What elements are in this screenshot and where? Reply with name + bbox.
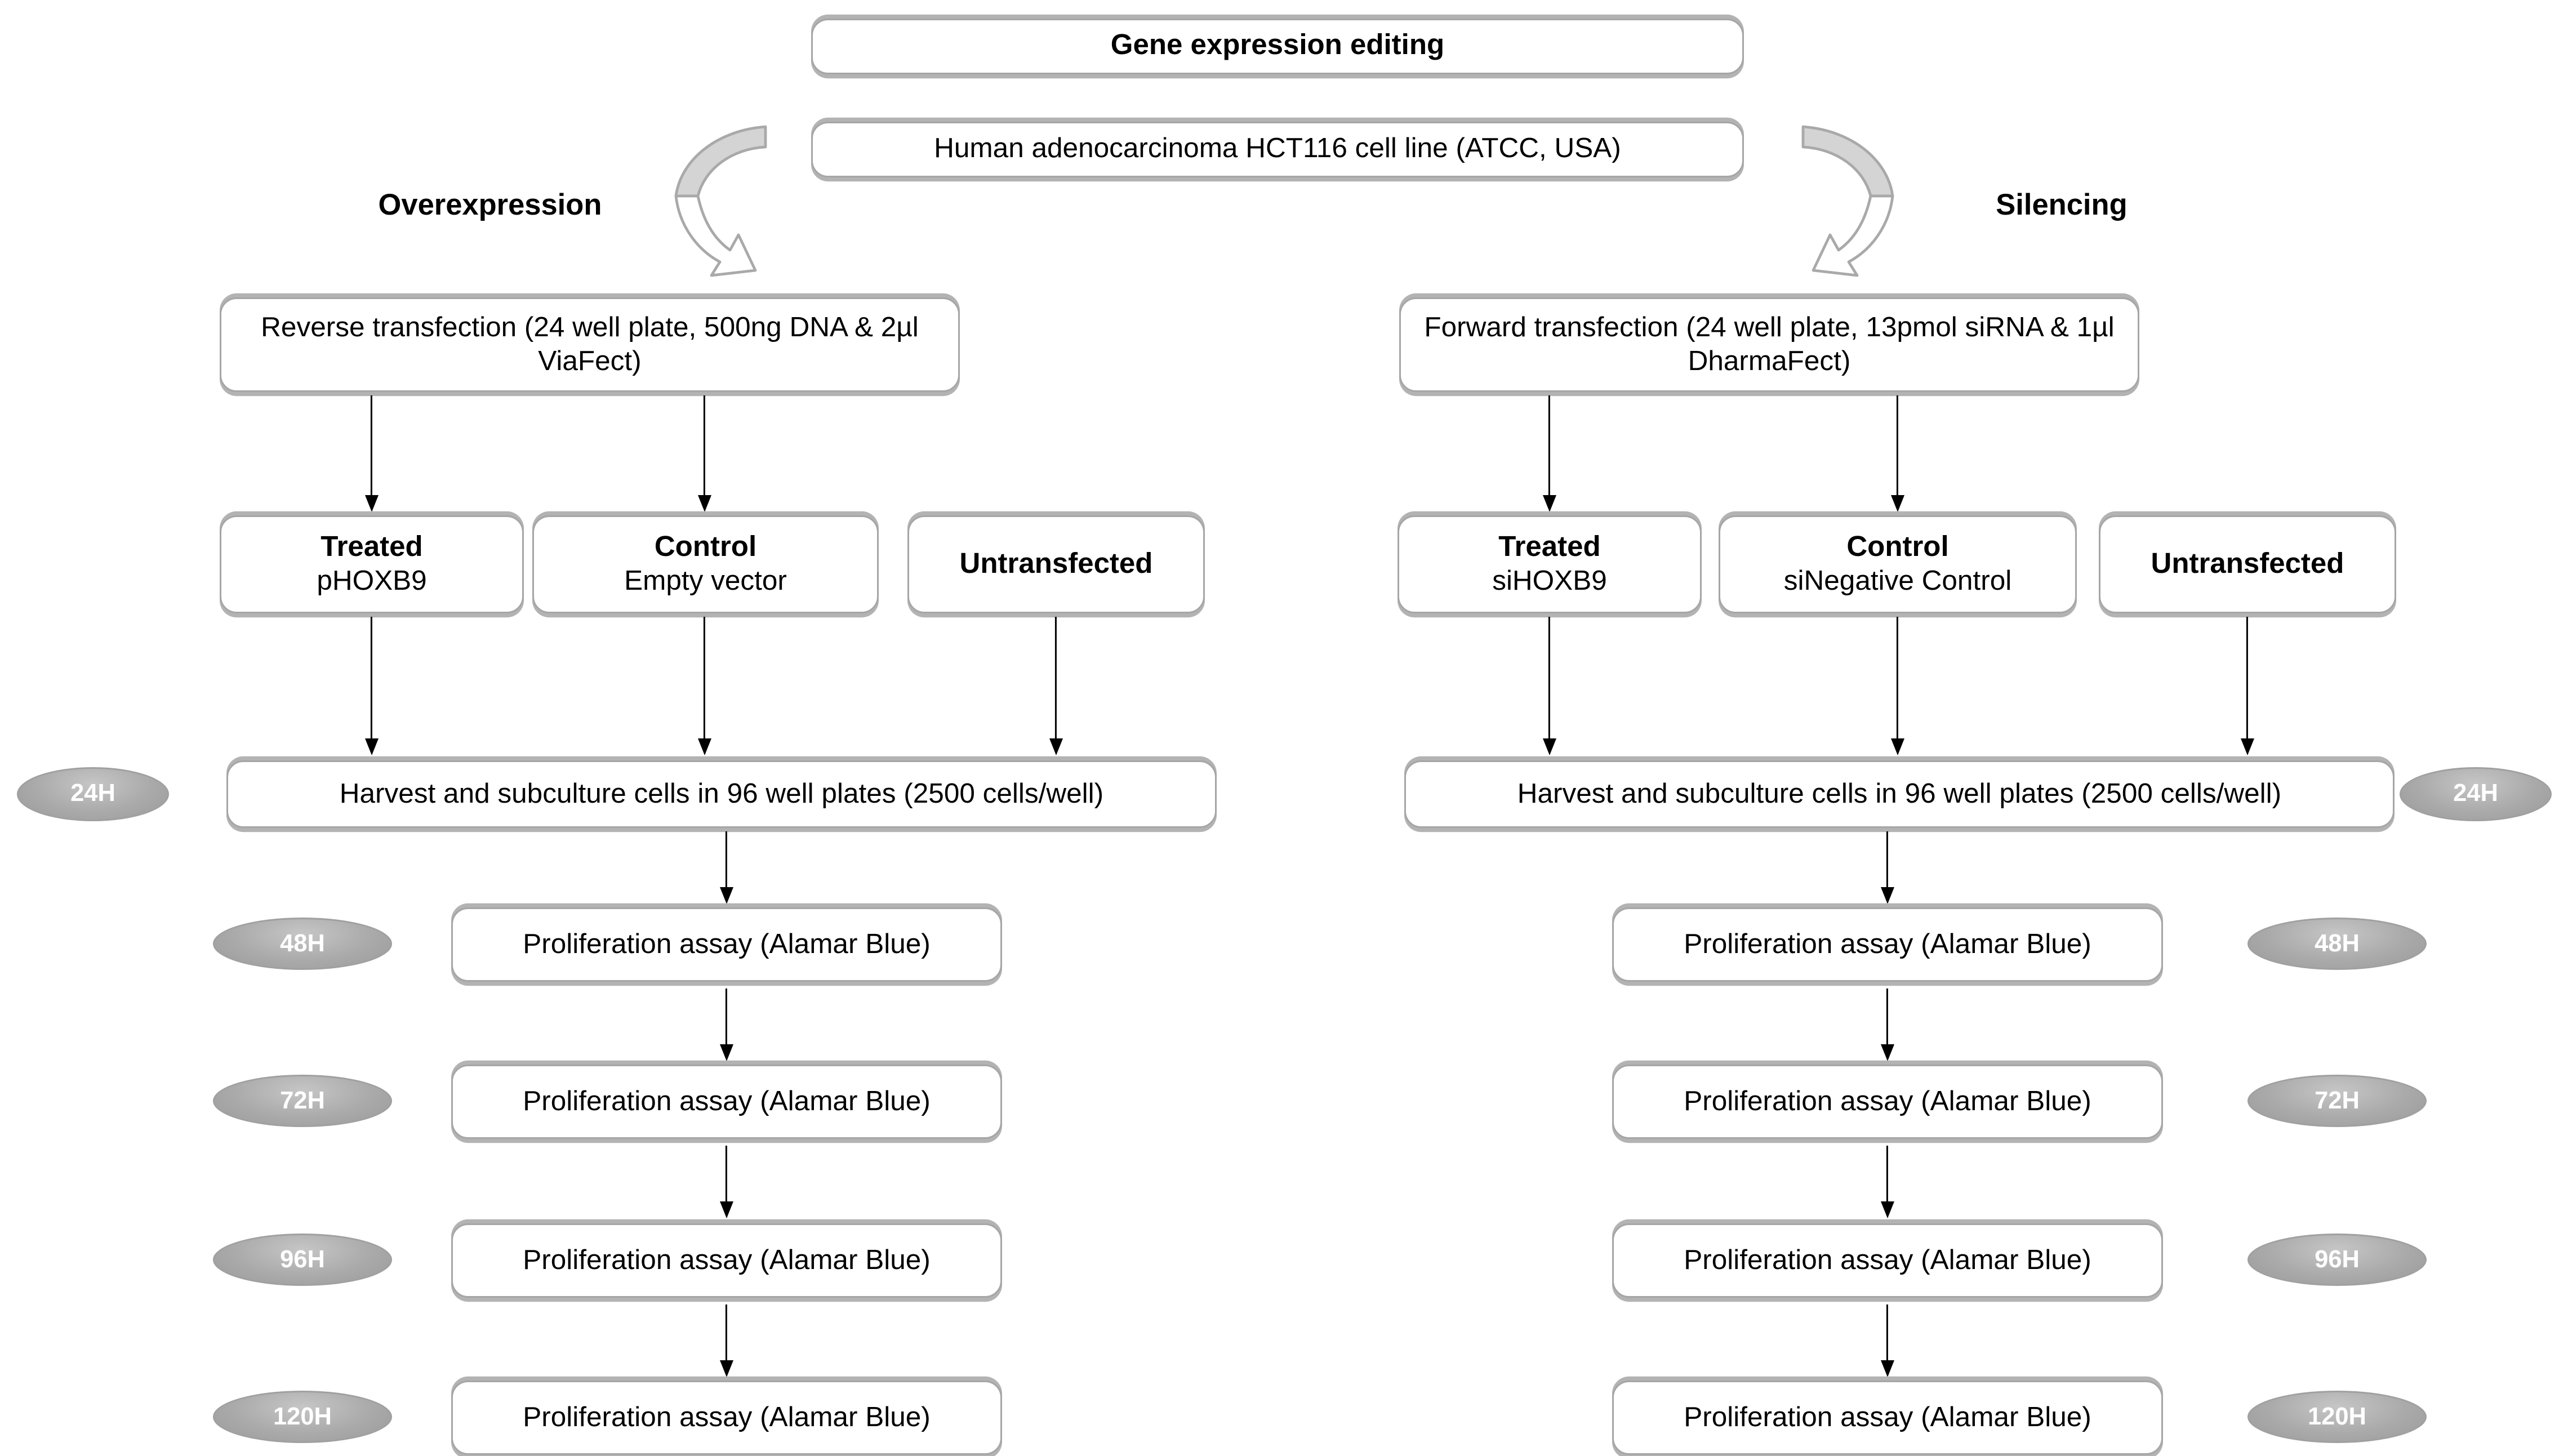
group-detail: siHOXB9 (1492, 566, 1607, 597)
timepoint-ellipse-72h-right: 72H (2247, 1075, 2427, 1127)
down-arrow-icon (1889, 617, 1906, 755)
assay-label: Proliferation assay (Alamar Blue) (1684, 1402, 2091, 1433)
left-group-treated-box: Treated pHOXB9 (220, 515, 524, 613)
down-arrow-icon (718, 1304, 735, 1377)
timepoint-ellipse-72h-left: 72H (213, 1075, 392, 1127)
left-harvest-box: Harvest and subculture cells in 96 well … (226, 760, 1217, 828)
timepoint-ellipse-120h-left: 120H (213, 1391, 392, 1443)
right-group-treated-box: Treated siHOXB9 (1398, 515, 1702, 613)
timepoint-ellipse-48h-left: 48H (213, 918, 392, 970)
group-detail: pHOXB9 (317, 566, 427, 597)
right-assay-box-96h: Proliferation assay (Alamar Blue) (1612, 1223, 2163, 1298)
group-name: Control (654, 529, 757, 562)
down-arrow-icon (1048, 617, 1065, 755)
right-harvest-box: Harvest and subculture cells in 96 well … (1404, 760, 2395, 828)
left-assay-box-120h: Proliferation assay (Alamar Blue) (451, 1381, 1002, 1455)
down-arrow-icon (2239, 617, 2256, 755)
timepoint-ellipse-48h-right: 48H (2247, 918, 2427, 970)
down-arrow-icon (1879, 1304, 1896, 1377)
cell-line-box: Human adenocarcinoma HCT116 cell line (A… (811, 122, 1744, 177)
group-name: Untransfected (2151, 546, 2344, 579)
timepoint-ellipse-96h-right: 96H (2247, 1234, 2427, 1286)
left-transfection-text: Reverse transfection (24 well plate, 500… (261, 312, 919, 377)
right-transfection-box: Forward transfection (24 well plate, 13p… (1399, 297, 2139, 392)
down-arrow-icon (363, 395, 380, 512)
assay-label: Proliferation assay (Alamar Blue) (1684, 929, 2091, 960)
title-box: Gene expression editing (811, 19, 1744, 74)
left-group-untransfected-box: Untransfected (907, 515, 1205, 613)
down-arrow-icon (718, 1146, 735, 1218)
timepoint-ellipse-24h-left: 24H (17, 767, 169, 821)
assay-label: Proliferation assay (Alamar Blue) (1684, 1086, 2091, 1117)
down-arrow-icon (696, 617, 713, 755)
group-name: Control (1846, 529, 1949, 562)
right-assay-box-48h: Proliferation assay (Alamar Blue) (1612, 907, 2163, 982)
cell-line-text: Human adenocarcinoma HCT116 cell line (A… (934, 134, 1621, 165)
down-arrow-icon (1879, 989, 1896, 1061)
timepoint-ellipse-24h-right: 24H (2400, 767, 2552, 821)
down-arrow-icon (696, 395, 713, 512)
down-arrow-icon (1541, 395, 1558, 512)
timepoint-ellipse-120h-right: 120H (2247, 1391, 2427, 1443)
curved-arrow-left-icon (674, 125, 767, 277)
assay-label: Proliferation assay (Alamar Blue) (523, 929, 931, 960)
left-assay-box-72h: Proliferation assay (Alamar Blue) (451, 1065, 1002, 1139)
right-assay-box-120h: Proliferation assay (Alamar Blue) (1612, 1381, 2163, 1455)
group-detail: siNegative Control (1783, 566, 2012, 597)
right-transfection-text: Forward transfection (24 well plate, 13p… (1424, 312, 2115, 377)
diagram-title: Gene expression editing (1110, 29, 1445, 61)
right-assay-box-72h: Proliferation assay (Alamar Blue) (1612, 1065, 2163, 1139)
right-harvest-text: Harvest and subculture cells in 96 well … (1517, 778, 2282, 809)
branch-label-silencing: Silencing (1996, 188, 2128, 221)
group-name: Untransfected (959, 546, 1153, 579)
down-arrow-icon (718, 989, 735, 1061)
left-harvest-text: Harvest and subculture cells in 96 well … (339, 778, 1104, 809)
left-transfection-box: Reverse transfection (24 well plate, 500… (220, 297, 960, 392)
assay-label: Proliferation assay (Alamar Blue) (523, 1245, 931, 1276)
down-arrow-icon (1541, 617, 1558, 755)
assay-label: Proliferation assay (Alamar Blue) (523, 1402, 931, 1433)
left-group-control-box: Control Empty vector (532, 515, 879, 613)
assay-label: Proliferation assay (Alamar Blue) (523, 1086, 931, 1117)
branch-label-overexpression: Overexpression (378, 188, 602, 221)
down-arrow-icon (1889, 395, 1906, 512)
group-detail: Empty vector (624, 566, 787, 597)
right-group-control-box: Control siNegative Control (1719, 515, 2077, 613)
assay-label: Proliferation assay (Alamar Blue) (1684, 1245, 2091, 1276)
right-group-untransfected-box: Untransfected (2099, 515, 2396, 613)
group-name: Treated (1498, 529, 1601, 562)
down-arrow-icon (1879, 1146, 1896, 1218)
down-arrow-icon (718, 831, 735, 904)
curved-arrow-right-icon (1801, 125, 1894, 277)
down-arrow-icon (1879, 831, 1896, 904)
left-assay-box-48h: Proliferation assay (Alamar Blue) (451, 907, 1002, 982)
group-name: Treated (321, 529, 423, 562)
left-assay-box-96h: Proliferation assay (Alamar Blue) (451, 1223, 1002, 1298)
timepoint-ellipse-96h-left: 96H (213, 1234, 392, 1286)
down-arrow-icon (363, 617, 380, 755)
